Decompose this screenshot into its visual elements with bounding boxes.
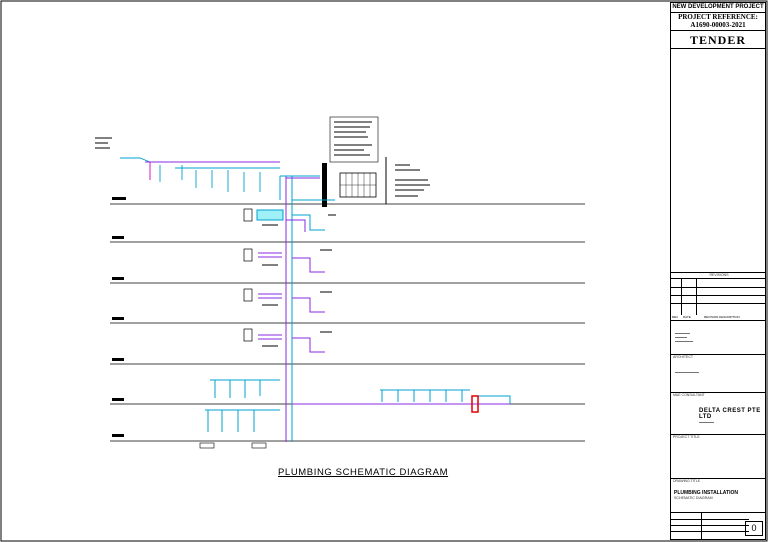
- architect-section: ARCHITECT ▬▬▬▬▬▬▬▬: [671, 355, 765, 393]
- roof-water-tanks: [322, 163, 377, 207]
- architect-label: ARCHITECT: [673, 355, 694, 359]
- tank-notes-box: [329, 116, 379, 163]
- meter-boxes: [243, 208, 253, 342]
- drawing-title-label: DRAWING TITLE: [673, 479, 701, 483]
- project-title-label: PROJECT TITLE: [673, 435, 700, 439]
- project-title-section: PROJECT TITLE: [671, 435, 765, 479]
- revisions-label: REVISIONS: [671, 273, 765, 279]
- drawing-title-section: DRAWING TITLE PLUMBING INSTALLATION SCHE…: [671, 479, 765, 513]
- roof-branch: [120, 157, 280, 192]
- drawing-info-section: 0: [671, 513, 765, 539]
- project-reference: PROJECT REFERENCE: A1690-00003-2021: [671, 13, 765, 31]
- status: TENDER: [671, 31, 765, 49]
- title-block: NEW DEVELOPMENT PROJECT PROJECT REFERENC…: [670, 2, 766, 540]
- consultant-section: M&E CONSULTANT DELTA CREST PTE LTD ▬▬▬▬▬: [671, 393, 765, 435]
- revision-column-date: DATE: [683, 315, 691, 319]
- drawing-title: PLUMBING INSTALLATION: [674, 490, 738, 496]
- floor-branches: [256, 209, 325, 353]
- blank-area: [671, 49, 765, 273]
- revision-number: 0: [745, 521, 763, 536]
- project-reference-value: A1690-00003-2021: [690, 21, 746, 29]
- diagram-title: PLUMBING SCHEMATIC DIAGRAM: [278, 467, 449, 478]
- revisions-section: REVISIONS REV DATE REVISION DESCRIPTION: [671, 273, 765, 321]
- ground-floor-branches: [205, 379, 511, 432]
- client-section: ▬▬▬▬▬ ▬▬▬▬ ▬▬▬▬▬▬: [671, 321, 765, 355]
- roof-notes: [95, 137, 430, 197]
- floor-branch-labels: [262, 214, 336, 347]
- main-risers: [279, 175, 335, 442]
- booster-pump: [471, 395, 479, 413]
- project-reference-label: PROJECT REFERENCE:: [678, 13, 758, 21]
- drawing-subtitle: SCHEMATIC DIAGRAM: [674, 496, 713, 500]
- consultant-label: M&E CONSULTANT: [673, 393, 705, 397]
- level-markers: [112, 197, 126, 437]
- revision-column-rev: REV: [672, 315, 679, 319]
- project-name: NEW DEVELOPMENT PROJECT: [671, 3, 765, 13]
- consultant-name: DELTA CREST PTE LTD: [699, 408, 761, 420]
- basement-fixtures: [199, 442, 267, 449]
- floor-levels: [110, 203, 585, 442]
- revision-column-description: REVISION DESCRIPTION: [704, 315, 740, 319]
